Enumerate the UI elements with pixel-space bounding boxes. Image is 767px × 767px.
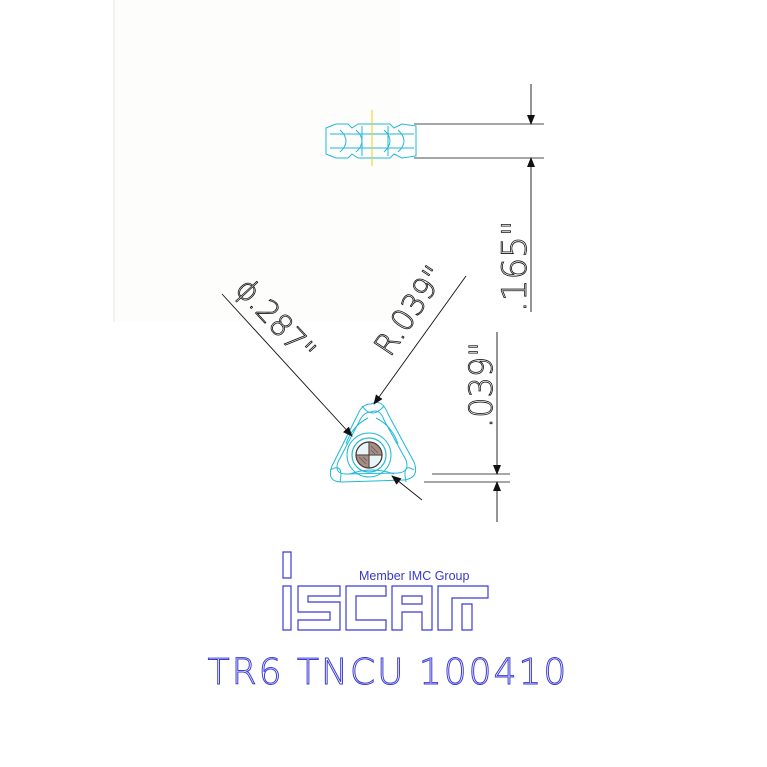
part-number-title: TR6 TNCU 100410: [208, 652, 569, 693]
thickness-dimension-label: .165": [495, 221, 535, 312]
iscar-logo-icon: [282, 551, 489, 631]
insert-side-view: [325, 123, 417, 159]
thickness-extension-lines: [414, 123, 544, 159]
insert-top-view: [329, 401, 417, 483]
insert-center-hole: [346, 432, 392, 478]
logo-tagline: Member IMC Group: [359, 569, 469, 583]
sheet-panel: [114, 0, 400, 322]
height-dimension-label: .039": [462, 342, 500, 428]
radius-leader: [373, 275, 467, 405]
diameter-leader: [221, 293, 423, 501]
